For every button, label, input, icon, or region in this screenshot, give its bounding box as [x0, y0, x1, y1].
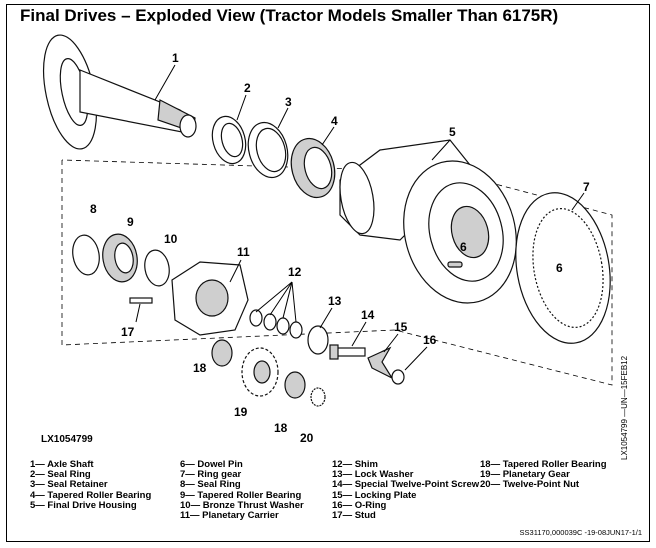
document-footer: SS31170,000039C -19-08JUN17-1/1 [519, 528, 642, 537]
callout-5: 5 [449, 125, 456, 139]
callout-10: 10 [164, 232, 178, 246]
twelve-point-nut [310, 387, 326, 407]
legend-item: 17— Stud [332, 509, 376, 521]
leader-line [291, 281, 297, 323]
legend-item: 4— Tapered Roller Bearing [30, 489, 152, 501]
callout-14: 14 [361, 308, 375, 322]
tapered-roller-bearing-small [102, 233, 138, 283]
lock-washer [307, 325, 329, 355]
leader-line [571, 192, 585, 211]
leader-line [236, 94, 247, 121]
o-ring [391, 369, 405, 385]
callout-6: 6 [460, 240, 467, 254]
legend-item: 19— Planetary Gear [480, 469, 570, 481]
legend-item: 18— Tapered Roller Bearing [480, 459, 607, 470]
leader-line [321, 126, 335, 146]
final-drive-housing [339, 139, 517, 304]
leader-line [383, 333, 399, 353]
seal-ring [211, 115, 247, 165]
planetary-gear [241, 347, 279, 397]
leader-line [431, 139, 451, 161]
leader-line [135, 303, 141, 323]
legend-item: 6— Dowel Pin [180, 459, 243, 470]
callout-4: 4 [331, 114, 338, 128]
tapered-roller-bearing [290, 137, 336, 199]
leader-line [277, 107, 289, 129]
axle-shaft [43, 34, 197, 150]
leader-line [404, 346, 428, 371]
callout-7: 7 [583, 180, 590, 194]
legend-item: 9— Tapered Roller Bearing [180, 489, 302, 501]
legend-item: 11— Planetary Carrier [180, 509, 279, 521]
page-title: Final Drives – Exploded View (Tractor Mo… [20, 6, 559, 25]
locking-plate [367, 346, 394, 380]
planetary-carrier [171, 261, 249, 336]
legend-item: 2— Seal Ring [30, 469, 91, 481]
leader-line [255, 281, 293, 313]
ring-gear [515, 192, 611, 344]
assembly-guide-line [61, 159, 613, 386]
callout-13: 13 [328, 294, 342, 308]
legend-column-2: 6— Dowel Pin 7— Ring gear 8— Seal Ring 9… [180, 459, 304, 521]
shims [249, 309, 303, 339]
callout-11: 11 [237, 245, 250, 259]
callout-16: 16 [423, 333, 437, 347]
callout-2: 2 [244, 81, 251, 95]
leader-line [282, 281, 293, 319]
bronze-thrust-washer [144, 249, 170, 287]
leader-line [154, 64, 176, 101]
legend-item: 12— Shim [332, 459, 378, 470]
seal-ring-small [72, 234, 100, 276]
legend-column-3: 12— Shim 13— Lock Washer 14— Special Twe… [332, 459, 480, 521]
tapered-roller-bearing-planet [211, 339, 233, 367]
callout-20: 20 [300, 431, 314, 445]
callout-6-ring: 6 [556, 261, 563, 275]
stud [129, 297, 153, 304]
special-twelve-point-screw [329, 344, 366, 360]
callout-9: 9 [127, 215, 134, 229]
legend-item: 14— Special Twelve-Point Screw [332, 479, 480, 491]
legend-item: 15— Locking Plate [332, 489, 417, 501]
callout-17: 17 [121, 325, 135, 339]
legend-item: 20— Twelve-Point Nut [480, 479, 580, 491]
callout-8: 8 [90, 202, 97, 216]
callout-15: 15 [394, 320, 408, 334]
leader-line [269, 281, 293, 316]
dowel-pin [447, 261, 463, 268]
side-reference: LX1054799 —UN—15FEB12 [620, 355, 629, 460]
leader-line [229, 259, 242, 283]
legend-item: 3— Seal Retainer [30, 479, 108, 491]
figure-id: LX1054799 [41, 434, 93, 445]
callout-3: 3 [285, 95, 292, 109]
leader-line [351, 321, 367, 347]
callout-18-lower: 18 [274, 421, 288, 435]
legend-item: 8— Seal Ring [180, 479, 241, 491]
legend-item: 7— Ring gear [180, 469, 242, 481]
legend-item: 16— O-Ring [332, 499, 387, 511]
callout-12: 12 [288, 265, 302, 279]
tapered-roller-bearing-planet [284, 371, 306, 399]
legend-column-1: 1— Axle Shaft 2— Seal Ring 3— Seal Retai… [30, 459, 152, 511]
legend-item: 5— Final Drive Housing [30, 499, 137, 511]
legend-column-4: 18— Tapered Roller Bearing 19— Planetary… [480, 459, 607, 491]
seal-retainer [247, 121, 289, 179]
leader-line [319, 307, 333, 329]
callout-19: 19 [234, 405, 248, 419]
legend-item: 10— Bronze Thrust Washer [180, 499, 304, 511]
legend-item: 13— Lock Washer [332, 469, 414, 481]
figure-frame [6, 4, 650, 542]
callout-18: 18 [193, 361, 207, 375]
callout-1: 1 [172, 51, 179, 65]
legend-item: 1— Axle Shaft [30, 459, 94, 470]
